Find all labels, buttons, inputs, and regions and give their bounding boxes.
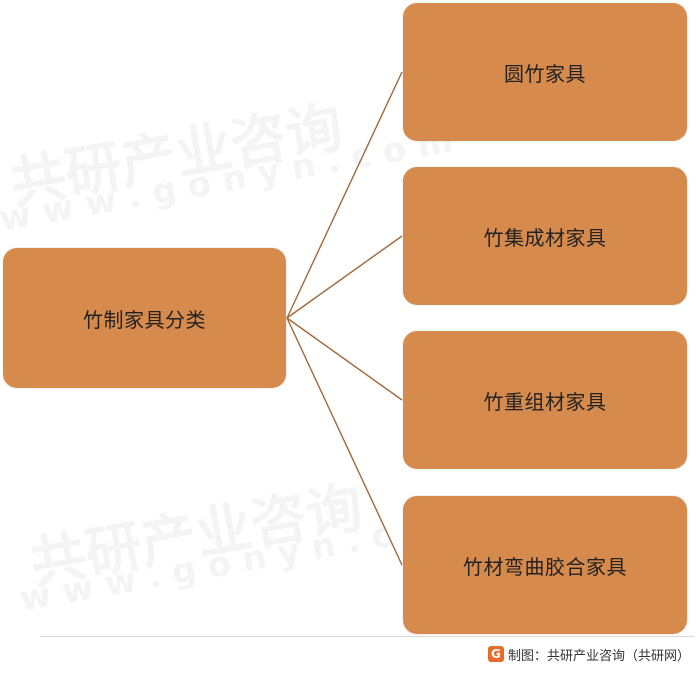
child-node-label: 竹重组材家具 (483, 389, 607, 414)
root-node-label: 竹制家具分类 (83, 307, 206, 332)
child-node-reconstituted-bamboo: 竹重组材家具 (403, 331, 687, 469)
child-node-label: 竹材弯曲胶合家具 (463, 554, 627, 579)
connector-line (286, 317, 403, 566)
source-text: 制图：共研产业咨询（共研网） (507, 648, 690, 664)
connector-line (286, 317, 403, 401)
child-node-label: 圆竹家具 (504, 61, 586, 86)
root-node: 竹制家具分类 (3, 248, 286, 388)
connector-line (286, 235, 403, 319)
child-node-bent-laminated-bamboo: 竹材弯曲胶合家具 (403, 496, 687, 634)
brand-logo-icon: G (487, 646, 504, 662)
source-footer: G 制图：共研产业咨询（共研网） (487, 643, 690, 665)
footer-divider (40, 636, 694, 637)
child-node-label: 竹集成材家具 (483, 225, 607, 250)
connector-line (286, 71, 403, 319)
child-node-laminated-bamboo: 竹集成材家具 (403, 167, 687, 305)
child-node-round-bamboo: 圆竹家具 (403, 3, 687, 141)
